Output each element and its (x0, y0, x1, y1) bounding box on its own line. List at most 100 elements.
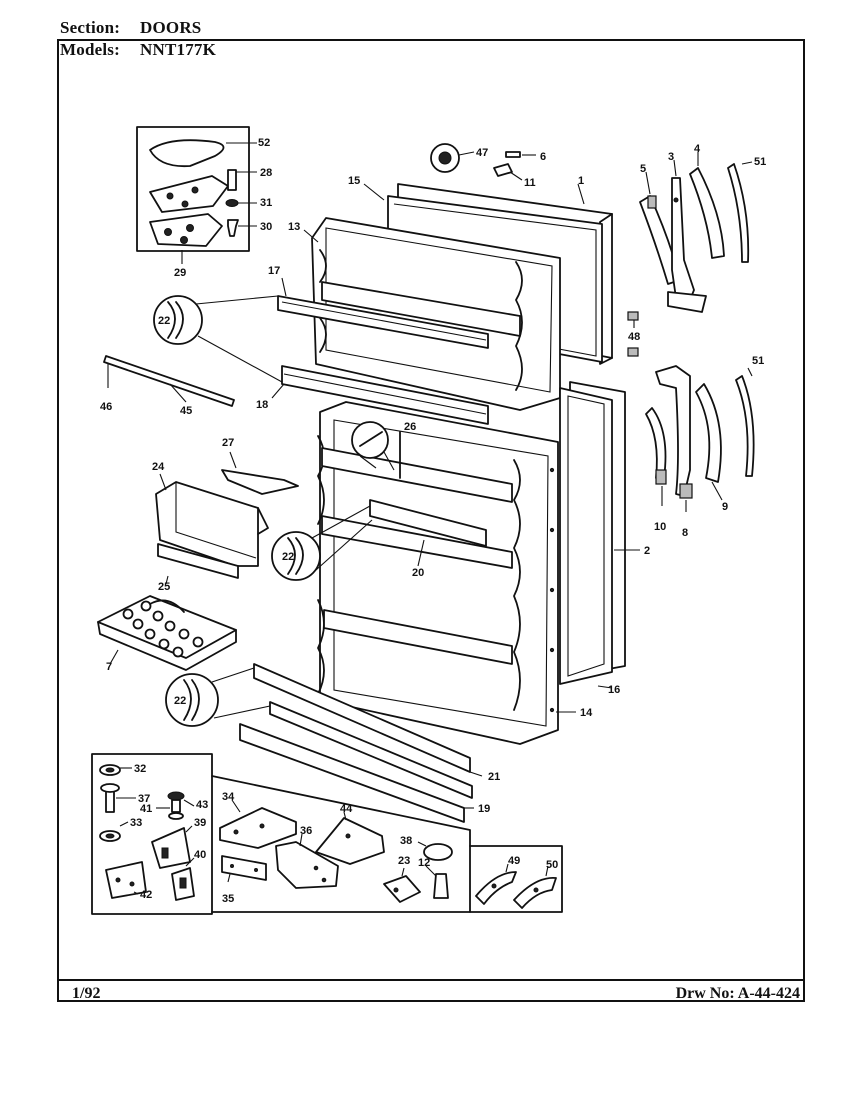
bottom-door-shelves (239, 663, 483, 823)
callout-41: 41 (140, 803, 152, 815)
callout-30: 30 (260, 221, 272, 233)
callout-9: 9 (722, 501, 728, 513)
drawing-date: 1/92 (72, 985, 101, 1002)
hinge-gasket-part (149, 213, 223, 247)
models-label: Models: (60, 40, 120, 59)
callout-38: 38 (400, 835, 412, 847)
hinge-cover-50 (513, 877, 557, 909)
callout-45: 45 (180, 405, 192, 417)
hinge-cover-49 (475, 871, 517, 905)
freezer-door-assembly (277, 183, 613, 425)
callout-22-lower: 22 (174, 695, 186, 707)
callout-18: 18 (256, 399, 268, 411)
callout-12: 12 (418, 857, 430, 869)
models-value: NNT177K (140, 40, 217, 59)
handle-cap-strip-lower (735, 375, 755, 477)
left-side-parts (97, 355, 299, 671)
callout-29: 29 (174, 267, 186, 279)
callout-35: 35 (222, 893, 234, 905)
hinge-plate-part (149, 175, 229, 213)
shim-plate-35 (221, 855, 267, 881)
callout-10: 10 (654, 521, 666, 533)
callout-49: 49 (508, 855, 520, 867)
callout-20: 20 (412, 567, 424, 579)
callout-8: 8 (682, 527, 688, 539)
callout-3: 3 (668, 151, 674, 163)
callout-36: 36 (300, 825, 312, 837)
callout-labels: 1 2 3 4 5 6 7 8 9 10 11 12 13 14 15 16 1… (100, 137, 766, 905)
callout-42: 42 (140, 889, 152, 901)
door-shelf-lower (239, 723, 465, 823)
freezer-hinge-bracket (671, 177, 695, 301)
door-stop-clip (505, 151, 521, 158)
callout-37: 37 (138, 793, 150, 805)
callout-17: 17 (268, 265, 280, 277)
freezer-handle-front (639, 195, 681, 285)
fresh-food-door-gasket (559, 387, 613, 685)
callout-4: 4 (694, 143, 701, 155)
freezer-shelf-rail (277, 295, 489, 349)
hinge-cover-plate-part (105, 861, 147, 899)
callout-7: 7 (106, 661, 112, 673)
drawing-number: Drw No: A-44-424 (675, 985, 800, 1002)
callout-26: 26 (404, 421, 416, 433)
door-shelf-middle (269, 701, 473, 799)
callout-46: 46 (100, 401, 112, 413)
callout-51-upper: 51 (754, 156, 766, 168)
callout-39: 39 (194, 817, 206, 829)
freezer-door-shelf (281, 365, 489, 425)
callout-16: 16 (608, 684, 620, 696)
callout-23: 23 (398, 855, 410, 867)
freezer-handle-trim (689, 167, 725, 259)
callout-52: 52 (258, 137, 270, 149)
hinge-hardware-inset (91, 753, 213, 915)
top-small-parts (430, 143, 536, 181)
callout-11: 11 (524, 177, 536, 189)
callout-19: 19 (478, 803, 490, 815)
callout-47: 47 (476, 147, 488, 159)
callout-32: 32 (134, 763, 146, 775)
callout-5: 5 (640, 163, 646, 175)
handle-cap-strip-upper (727, 163, 750, 263)
callout-48: 48 (628, 331, 640, 343)
fresh-food-handle-front (645, 407, 667, 479)
plug-button-38 (423, 843, 453, 861)
detail-circles (153, 295, 395, 727)
callout-25: 25 (158, 581, 170, 593)
callout-40: 40 (194, 849, 206, 861)
hinge-bracket-44 (315, 817, 385, 865)
detail-circle-middle (271, 531, 321, 581)
callout-24: 24 (152, 461, 165, 473)
fresh-food-door-assembly (317, 381, 626, 745)
bracket-23 (383, 875, 421, 903)
callout-43: 43 (196, 799, 208, 811)
callout-1: 1 (578, 175, 584, 187)
fresh-food-shelf-rail (369, 499, 487, 547)
hinge-cover-pair-inset (469, 845, 563, 913)
hinge-plate-34 (219, 807, 297, 849)
hinge-cover-inset (136, 126, 257, 264)
leader-lines (271, 183, 640, 713)
drawing-frame (57, 39, 805, 1002)
callout-13: 13 (288, 221, 300, 233)
section-value: DOORS (140, 18, 202, 37)
callout-22-middle: 22 (282, 551, 294, 563)
callout-44: 44 (340, 803, 353, 815)
footer-rule (57, 979, 805, 981)
label-strip (157, 543, 239, 579)
callout-28: 28 (260, 167, 272, 179)
hinge-block-part (151, 827, 191, 869)
trim-strip (103, 355, 235, 407)
callout-31: 31 (260, 197, 272, 209)
detail-circle-upper (153, 295, 203, 345)
callout-15: 15 (348, 175, 360, 187)
callout-50: 50 (546, 859, 558, 871)
hinge-bracket-36 (275, 841, 339, 889)
callout-6: 6 (540, 151, 546, 163)
right-side-hardware (627, 152, 755, 512)
callout-33: 33 (130, 817, 142, 829)
callout-2: 2 (644, 545, 650, 557)
fresh-food-door-liner (319, 401, 559, 745)
fresh-food-hinge-bracket (655, 365, 691, 497)
